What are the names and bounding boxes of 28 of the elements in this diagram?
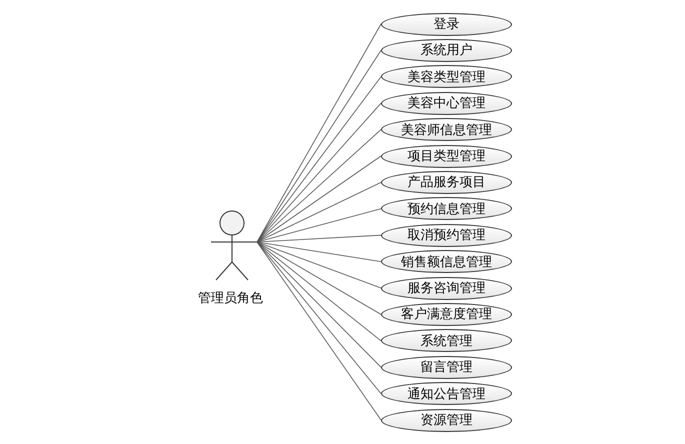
use-case-ellipse: 客户满意度管理 — [381, 302, 512, 326]
association-line — [256, 129, 382, 242]
association-line — [256, 182, 382, 242]
association-line — [256, 242, 382, 315]
use-case-ellipse: 系统管理 — [381, 329, 512, 352]
use-case-ellipse: 资源管理 — [381, 408, 512, 432]
association-line — [256, 234, 382, 242]
use-case-ellipse: 服务咨询管理 — [381, 276, 512, 300]
association-line — [256, 156, 382, 242]
actor-label: 管理员角色 — [198, 290, 263, 307]
use-case-ellipse: 预约信息管理 — [381, 197, 512, 220]
association-line — [256, 242, 382, 288]
use-case-ellipse: 美容类型管理 — [381, 65, 512, 88]
association-line — [256, 242, 382, 262]
association-line — [256, 242, 382, 368]
association-line — [256, 208, 382, 242]
use-case-ellipse: 美容师信息管理 — [381, 118, 512, 142]
use-case-ellipse: 通知公告管理 — [381, 382, 512, 406]
association-line — [256, 102, 382, 242]
use-case-ellipse: 登录 — [381, 12, 512, 36]
use-case-ellipse: 销售额信息管理 — [381, 250, 512, 274]
use-case-ellipse: 美容中心管理 — [381, 92, 512, 115]
use-case-ellipse: 产品服务项目 — [381, 170, 512, 194]
use-case-ellipse: 留言管理 — [381, 356, 512, 379]
use-case-ellipse: 系统用户 — [381, 38, 512, 62]
use-case-ellipse: 取消预约管理 — [381, 224, 512, 247]
use-case-ellipse: 项目类型管理 — [381, 144, 512, 168]
association-line — [256, 242, 382, 342]
